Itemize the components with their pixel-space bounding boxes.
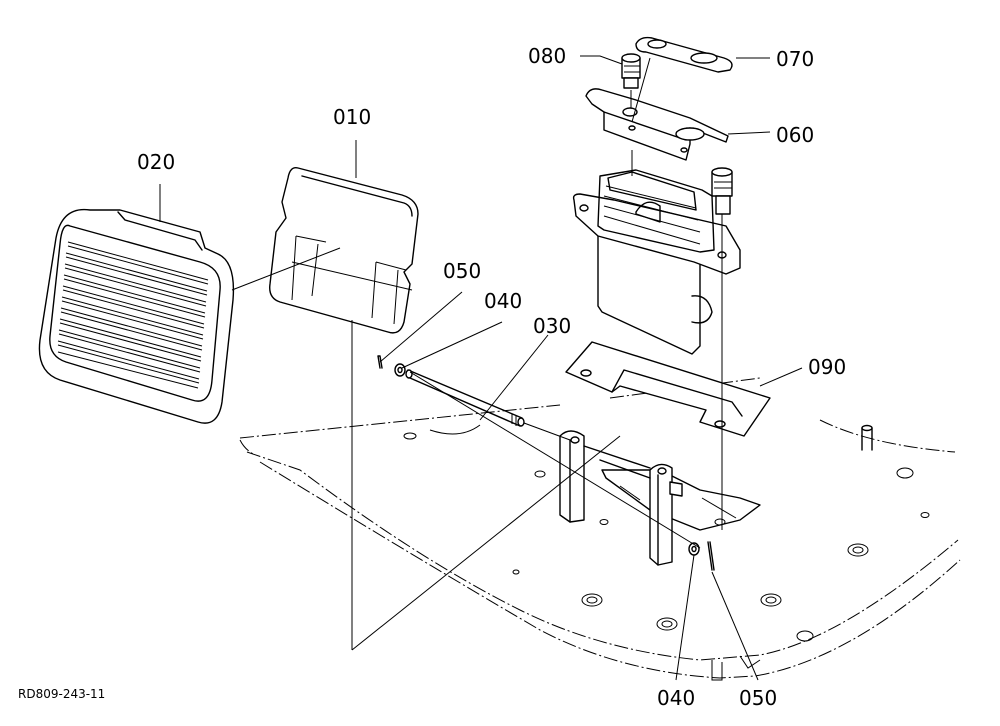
pad-ribs	[57, 241, 209, 389]
label-080: 080	[528, 44, 566, 68]
brake-switch-body	[572, 169, 741, 355]
label-030: 030	[533, 314, 571, 338]
pedal-bracket	[559, 430, 683, 566]
label-050-upper: 050	[443, 259, 481, 283]
switch-mounting-bracket	[585, 88, 729, 161]
label-090: 090	[808, 355, 846, 379]
brake-pedal-plate	[269, 167, 419, 334]
label-040-upper: 040	[484, 289, 522, 313]
label-070: 070	[776, 47, 814, 71]
assembly-lines	[231, 90, 723, 651]
label-040-lower: 040	[657, 686, 695, 710]
snap-pin-left	[377, 355, 383, 369]
pedal-rubber-pad	[38, 208, 235, 424]
switch-gasket-plate	[565, 341, 771, 437]
washer-left	[394, 363, 406, 377]
adjusting-bolt-lower	[711, 167, 733, 215]
pedal-shaft	[405, 369, 571, 441]
part-labels: 010 020 030 040 040 050 050 060 070 080 …	[137, 44, 846, 710]
floor-plate	[239, 377, 961, 681]
snap-pin-right	[707, 541, 715, 571]
label-050-lower: 050	[739, 686, 777, 710]
adjusting-bolt-upper	[621, 53, 641, 89]
label-010: 010	[333, 105, 371, 129]
drawing-code: RD809-243-11	[18, 687, 105, 701]
bracket-shim	[635, 36, 733, 73]
label-020: 020	[137, 150, 175, 174]
leader-lines	[159, 55, 803, 681]
label-060: 060	[776, 123, 814, 147]
